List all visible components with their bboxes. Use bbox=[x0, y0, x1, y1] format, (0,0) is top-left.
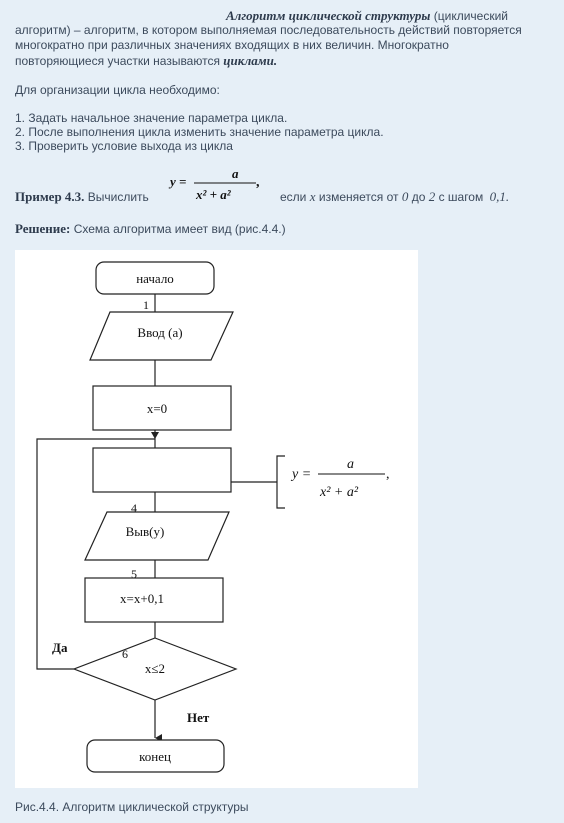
block-number-5: 5 bbox=[131, 567, 137, 581]
compute-block bbox=[92, 447, 232, 493]
intro-line-1: Алгоритм циклической структуры (цикличес… bbox=[226, 8, 508, 24]
update-block bbox=[84, 577, 224, 623]
input-label: Ввод (a) bbox=[137, 325, 182, 340]
flowchart-svg: начало 1 Ввод (a) 2 x=0 3 4 y = a x² + a… bbox=[36, 261, 390, 773]
solution-line: Решение: Схема алгоритма имеет вид (рис.… bbox=[15, 221, 286, 237]
comment-formula-lhs: y = bbox=[290, 467, 311, 482]
intro-line-1-rest: (циклический bbox=[430, 9, 508, 23]
loop-back-yes bbox=[36, 432, 159, 670]
algorithm-title: Алгоритм циклической структуры bbox=[226, 8, 431, 23]
cond-to-word: до bbox=[411, 190, 426, 204]
cond-to: 2 bbox=[428, 189, 436, 204]
output-block bbox=[84, 511, 230, 561]
block-number-4: 4 bbox=[131, 501, 137, 515]
start-label: начало bbox=[136, 271, 174, 286]
intro-line-4: повторяющиеся участки называются циклами… bbox=[15, 53, 277, 69]
output-label: Выв(y) bbox=[126, 524, 165, 539]
figure-caption: Рис.4.4. Алгоритм циклической структуры bbox=[15, 800, 249, 814]
yes-label: Да bbox=[52, 640, 68, 655]
end-label: конец bbox=[139, 749, 171, 764]
solution-text: Схема алгоритма имеет вид (рис.4.4.) bbox=[70, 222, 286, 236]
init-label: x=0 bbox=[147, 401, 167, 416]
comment-formula-den: x² + a² bbox=[319, 485, 359, 500]
example-label-line: Пример 4.3. Вычислить bbox=[15, 189, 149, 205]
example-formula: y = a x² + a² , bbox=[168, 166, 260, 202]
cond-var-x: x bbox=[309, 189, 316, 204]
requirement-2: 2. После выполнения цикла изменить значе… bbox=[15, 125, 384, 139]
intro-line-4-text: повторяющиеся участки называются bbox=[15, 54, 224, 68]
comment-formula-comma: , bbox=[386, 467, 390, 482]
cond-if: если bbox=[280, 190, 307, 204]
intro-line-2: алгоритм) – алгоритм, в котором выполняе… bbox=[15, 23, 522, 37]
example-formula-lhs: y = bbox=[168, 174, 186, 189]
requirement-1: 1. Задать начальное значение параметра ц… bbox=[15, 111, 288, 125]
no-label: Нет bbox=[187, 710, 210, 725]
requirement-3: 3. Проверить условие выхода из цикла bbox=[15, 139, 233, 153]
example-label: Пример 4.3. bbox=[15, 189, 85, 204]
cycles-term: циклами. bbox=[223, 53, 278, 68]
cond-changes: изменяется от bbox=[318, 190, 399, 204]
example-formula-den: x² + a² bbox=[195, 187, 232, 202]
example-condition: если x изменяется от 0 до 2 с шагом 0,1. bbox=[280, 189, 509, 205]
cond-from: 0 bbox=[401, 189, 409, 204]
block-number-6: 6 bbox=[122, 647, 128, 661]
input-block bbox=[89, 311, 234, 361]
example-formula-comma: , bbox=[256, 175, 260, 190]
cond-step-word: с шагом bbox=[438, 190, 484, 204]
comment-formula-num: a bbox=[347, 457, 354, 472]
flowchart-figure: начало 1 Ввод (a) 2 x=0 3 4 y = a x² + a… bbox=[15, 250, 418, 788]
init-block bbox=[92, 385, 232, 431]
example-formula-num: a bbox=[232, 166, 239, 181]
end-terminator bbox=[86, 739, 225, 773]
comment-bracket bbox=[276, 455, 285, 509]
update-label: x=x+0,1 bbox=[120, 591, 164, 606]
solution-label: Решение: bbox=[15, 221, 71, 236]
condition-label: x≤2 bbox=[145, 661, 165, 676]
intro-line-3: многократно при различных значениях вход… bbox=[15, 38, 449, 52]
block-number-1: 1 bbox=[143, 298, 149, 312]
requirements-heading: Для организации цикла необходимо: bbox=[15, 83, 220, 97]
example-compute: Вычислить bbox=[84, 190, 149, 204]
cond-step: 0,1. bbox=[489, 189, 510, 204]
